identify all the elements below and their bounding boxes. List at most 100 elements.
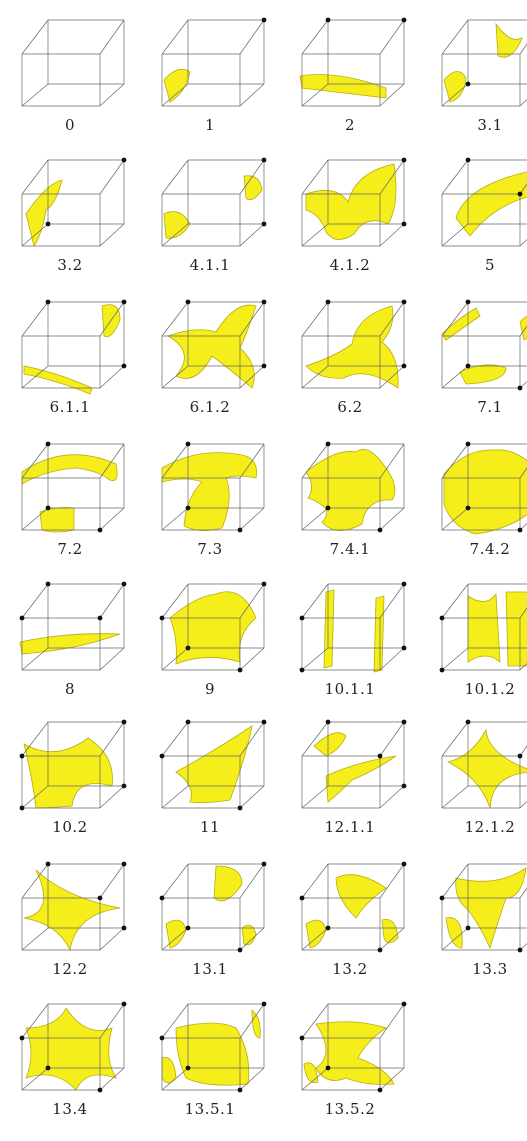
case-label: 7.3 (197, 540, 223, 558)
isosurface-patch (323, 589, 335, 669)
cube-edge (302, 722, 328, 756)
cube-edge (302, 84, 328, 106)
case-label: 0 (64, 116, 76, 134)
marked-vertex (121, 1001, 127, 1007)
cube-edge (302, 1068, 328, 1090)
cube-edge (240, 1068, 264, 1090)
marked-vertex (401, 861, 407, 867)
marked-vertex (377, 753, 383, 759)
cube-edge (240, 444, 264, 478)
cube-diagram (16, 14, 128, 114)
case-cell: 13.3 (428, 852, 527, 992)
cube-edge (162, 584, 188, 618)
marked-vertex (19, 753, 25, 759)
cube-edge (302, 444, 328, 478)
marked-vertex (439, 667, 445, 673)
cube-edge (302, 1004, 328, 1038)
marked-vertex (45, 581, 51, 587)
marked-vertex (261, 581, 267, 587)
isosurface-patch (19, 633, 121, 655)
marked-vertex (465, 925, 471, 931)
case-label: 9 (204, 680, 216, 698)
isosurface-patch (175, 725, 253, 804)
cube-edge (520, 508, 527, 530)
isosurface-patch (163, 211, 191, 239)
marked-vertex (517, 191, 523, 197)
marked-vertex (377, 1087, 383, 1093)
isosurface-patch (505, 591, 527, 667)
case-cell: 1 (148, 8, 280, 148)
cube-edge (240, 366, 264, 388)
cube-edge (162, 160, 188, 194)
cube-diagram (16, 299, 127, 395)
case-label: 1 (204, 116, 216, 134)
isosurface-patch (299, 74, 387, 99)
cube-edge (240, 160, 264, 194)
cube-diagram (299, 17, 407, 114)
marked-vertex (237, 667, 243, 673)
cube-edge (100, 20, 124, 54)
marked-vertex (517, 947, 523, 953)
cube-edge (100, 1068, 124, 1090)
marked-vertex (325, 505, 331, 511)
marked-vertex (401, 299, 407, 305)
cube-edge (442, 160, 468, 194)
cube-edge (520, 444, 527, 478)
cube-diagram (439, 858, 527, 953)
cube-diagram (19, 581, 127, 678)
cube-edge (100, 1004, 124, 1038)
case-cell: 6.1.1 (8, 290, 140, 430)
cube-edge (162, 444, 188, 478)
cube-edge (380, 864, 404, 898)
marked-vertex (261, 1001, 267, 1007)
cube-edge (22, 722, 48, 756)
case-cell: 7.2 (8, 432, 140, 572)
case-label: 6.1.1 (49, 398, 91, 416)
cube-edge (22, 160, 48, 194)
marked-vertex (299, 667, 305, 673)
cube-edge (22, 302, 48, 336)
isosurface-patch (163, 68, 191, 103)
case-cell: 6.1.2 (148, 290, 280, 430)
cube-edge (302, 584, 328, 618)
isosurface-patch (23, 869, 121, 952)
cube-edge (520, 160, 527, 194)
cube-edge (240, 1004, 264, 1038)
marked-vertex (185, 645, 191, 651)
isosurface-patch (446, 728, 527, 809)
cube-edge (520, 366, 527, 388)
isosurface-patch (335, 874, 387, 919)
marked-vertex (401, 1001, 407, 1007)
marked-vertex (45, 505, 51, 511)
marked-vertex (325, 925, 331, 931)
case-cell: 5 (428, 148, 527, 288)
cube-edge (162, 1004, 188, 1038)
marked-vertex (185, 1065, 191, 1071)
cube-edge (302, 302, 328, 336)
cube-edge (380, 508, 404, 530)
case-label: 4.1.2 (329, 256, 371, 274)
cube-edge (520, 84, 527, 106)
case-cell: 10.1.2 (428, 572, 527, 712)
isosurface-patch (443, 71, 467, 103)
cube-edge (240, 508, 264, 530)
marked-vertex (159, 753, 165, 759)
case-cell: 12.1.2 (428, 710, 527, 850)
case-label: 3.1 (477, 116, 503, 134)
cube-edge (22, 366, 48, 388)
cube-edge (22, 84, 48, 106)
isosurface-patch (251, 1009, 261, 1039)
cube-edge (380, 224, 404, 246)
case-label: 7.1 (477, 398, 503, 416)
cube-edge (520, 648, 527, 670)
cube-edge (520, 722, 527, 756)
cube-edge (442, 444, 468, 478)
case-cell: 7.4.2 (428, 432, 527, 572)
case-label: 13.4 (52, 1100, 88, 1118)
cube-edge (302, 508, 328, 530)
marked-vertex (159, 895, 165, 901)
isosurface-patch (459, 364, 507, 385)
isosurface-patch (495, 22, 523, 58)
marked-vertex (401, 581, 407, 587)
